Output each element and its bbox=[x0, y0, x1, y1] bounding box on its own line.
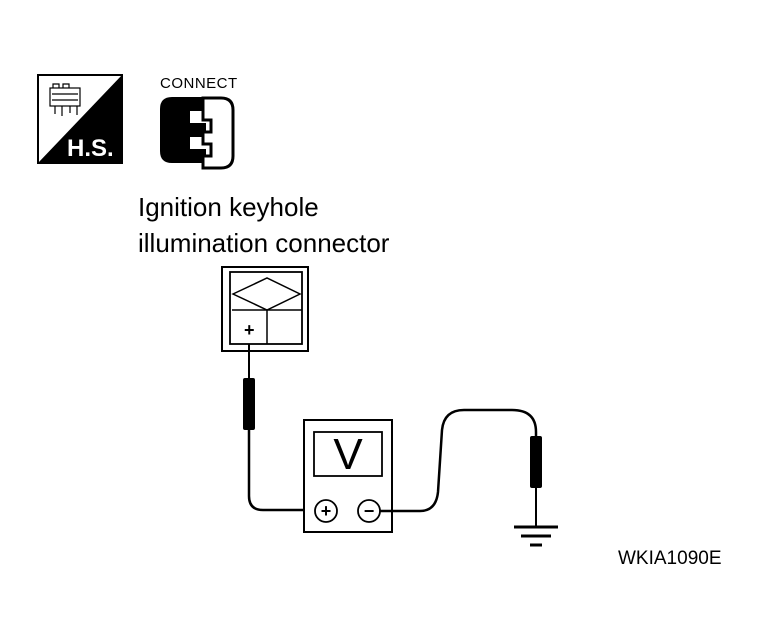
positive-terminal-icon bbox=[314, 499, 338, 523]
harness-service-icon: H.S. bbox=[37, 74, 123, 164]
connector-plug-left bbox=[160, 97, 206, 163]
hs-label: H.S. bbox=[67, 135, 114, 162]
figure-code: WKIA1090E bbox=[618, 548, 722, 569]
negative-probe bbox=[380, 408, 542, 527]
title-line-2: illumination connector bbox=[138, 228, 390, 258]
terminal-plus-label: + bbox=[244, 320, 255, 340]
positive-probe bbox=[243, 344, 312, 512]
connect-icon: CONNECT bbox=[160, 75, 238, 170]
connector-harness-icon bbox=[49, 83, 81, 116]
title-line-1: Ignition keyhole bbox=[138, 192, 319, 222]
ground-icon bbox=[514, 525, 558, 547]
connector-plug-right bbox=[201, 96, 235, 170]
keyhole-connector: + bbox=[221, 266, 309, 352]
positive-terminal-label: + bbox=[321, 501, 332, 521]
negative-terminal-label: − bbox=[364, 501, 375, 521]
voltmeter-display: V bbox=[333, 430, 363, 479]
voltmeter: V + − bbox=[303, 419, 393, 533]
connect-label: CONNECT bbox=[160, 75, 238, 92]
